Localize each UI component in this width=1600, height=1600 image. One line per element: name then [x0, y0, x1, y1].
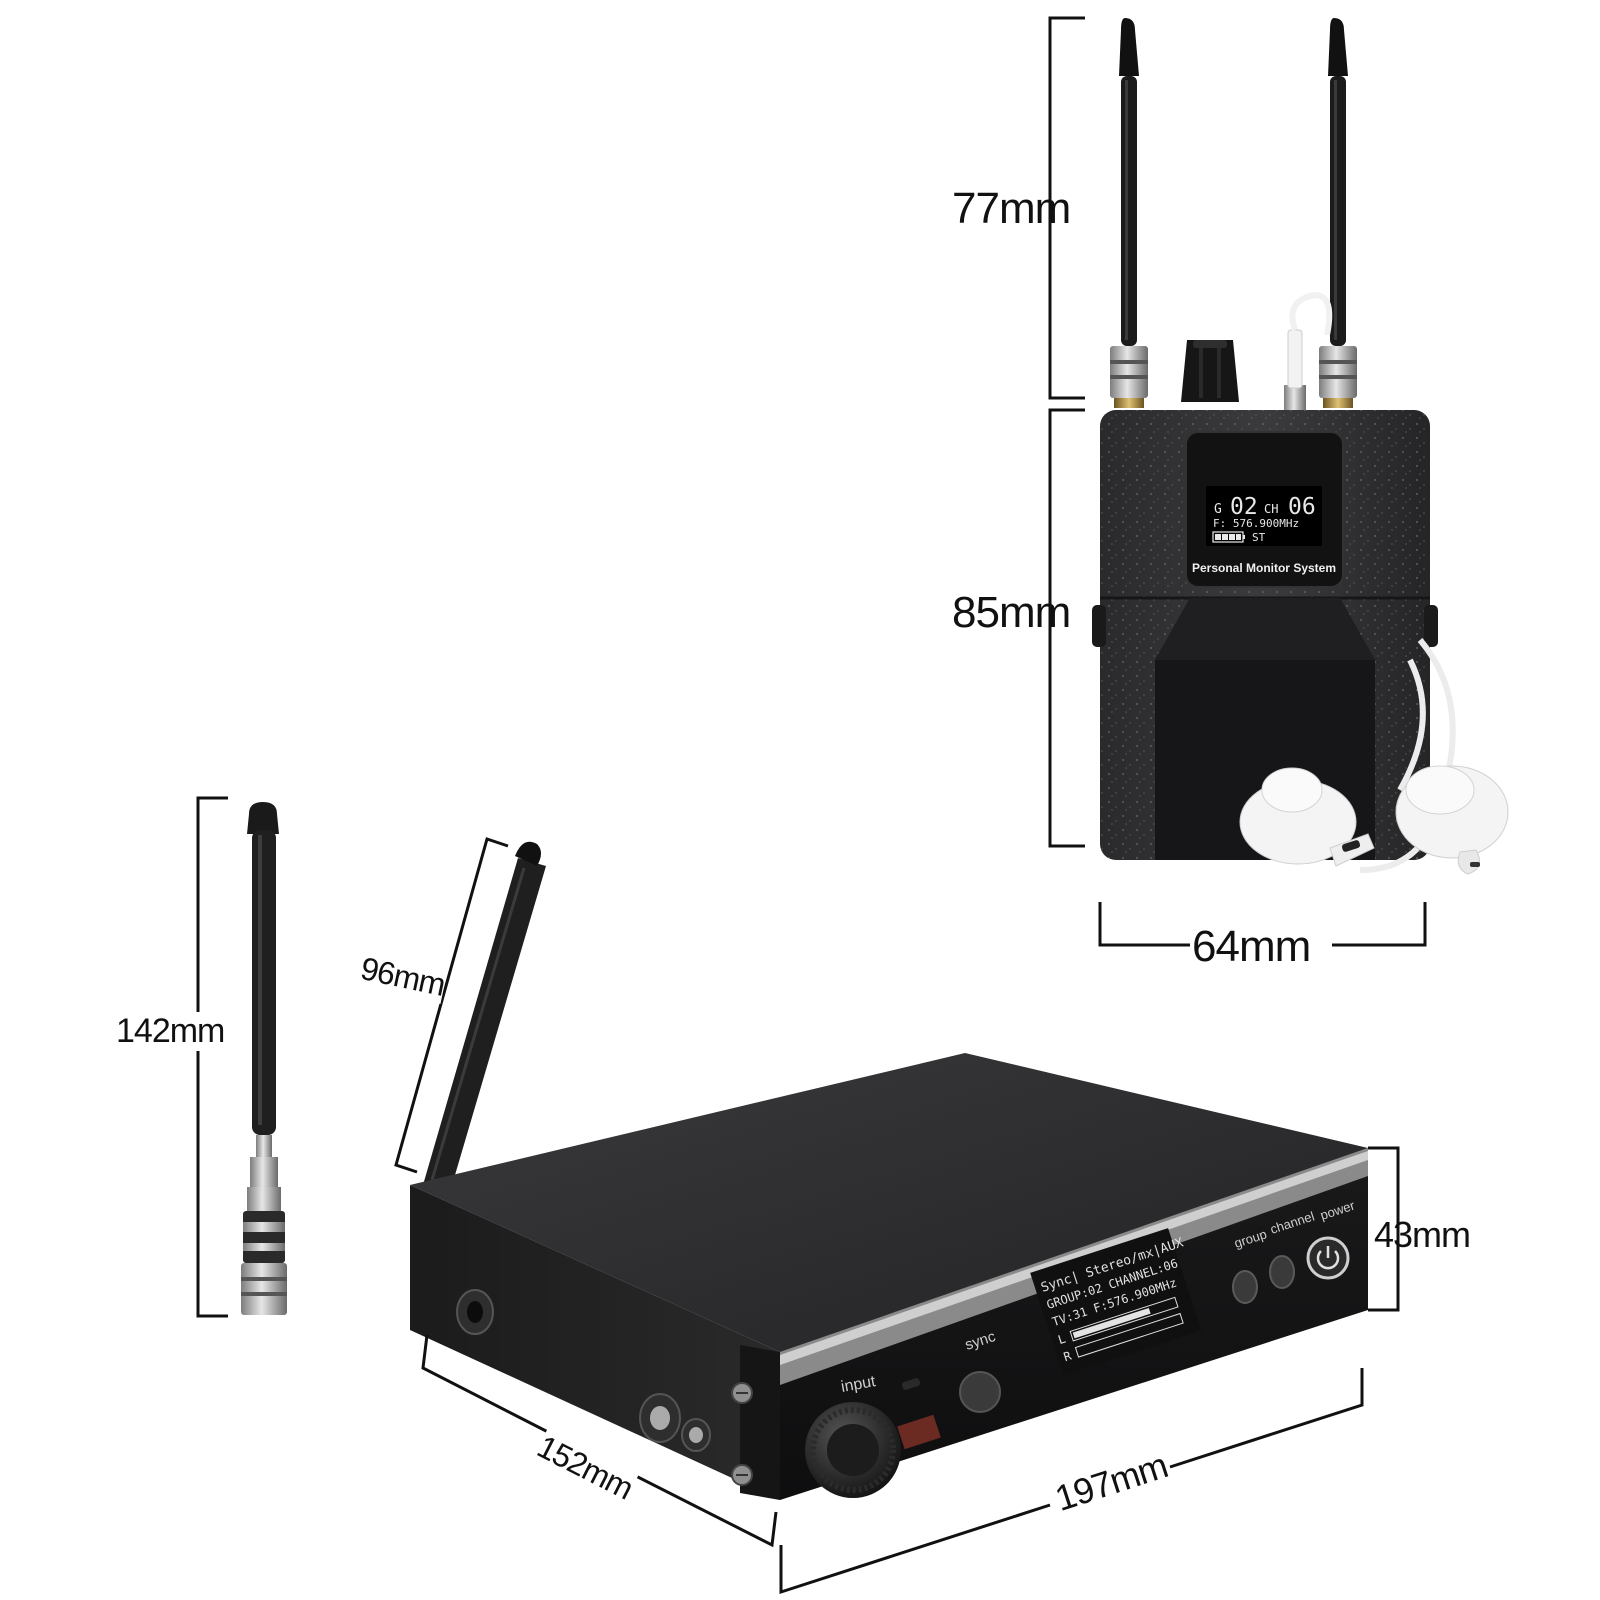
receiver-width-label: 64mm	[1192, 922, 1311, 971]
receiver-group-prefix: G	[1214, 502, 1222, 517]
receiver-width-dimension-bracket	[1098, 902, 1427, 947]
transmitter-antenna-dimension-bracket	[394, 837, 509, 1174]
receiver-channel-value: 06	[1288, 494, 1316, 520]
transmitter-height-label: 43mm	[1374, 1214, 1471, 1255]
receiver-group-value: 02	[1230, 494, 1258, 520]
side-screw-lower	[731, 1464, 753, 1486]
receiver-body-dimension-bracket	[1048, 408, 1085, 848]
group-button[interactable]	[1232, 1270, 1258, 1304]
receiver-body-height-label: 85mm	[952, 588, 1071, 637]
transmitter-antenna	[423, 841, 546, 1192]
receiver-right-antenna	[1319, 18, 1357, 408]
input-label: input	[840, 1373, 878, 1396]
power-icon	[1316, 1246, 1340, 1270]
power-button[interactable]	[1306, 1236, 1350, 1280]
receiver-antenna-height-label: 77mm	[952, 184, 1071, 233]
earphone-jack	[1284, 291, 1333, 413]
channel-button[interactable]	[1269, 1255, 1295, 1289]
loose-antenna	[241, 802, 287, 1315]
side-xlr-jack	[456, 1289, 494, 1335]
loose-antenna-length-label: 142mm	[116, 1012, 225, 1051]
transmitter-depth-dimension-bracket	[421, 1334, 778, 1548]
product-label: Personal Monitor System	[1192, 561, 1336, 575]
transmitter-display: Sync| Stereo/mx|AUX GROUP:02 CHANNEL:06 …	[1030, 1228, 1202, 1376]
transmitter: input sync Sync| Stereo/mx|AUX GROUP:02 …	[410, 841, 1368, 1500]
side-jack-right	[681, 1418, 711, 1452]
receiver-antenna-dimension-bracket	[1048, 16, 1085, 400]
receiver-frequency: F: 576.900MHz	[1213, 517, 1299, 530]
level-meter-left-label: L	[1056, 1332, 1067, 1348]
input-level-indicator	[897, 1414, 941, 1450]
input-knob[interactable]	[805, 1402, 901, 1498]
level-meter-right	[1074, 1312, 1184, 1358]
receiver: G 02 CH 06 F: 576.900MHz ST Personal Mon…	[1092, 18, 1509, 875]
transmitter-width-dimension-bracket	[779, 1368, 1364, 1595]
receiver-volume-knob[interactable]	[1181, 340, 1239, 402]
right-earbud	[1395, 765, 1509, 875]
receiver-left-antenna	[1110, 18, 1148, 408]
transmitter-height-dimension-bracket	[1368, 1146, 1400, 1312]
status-led	[901, 1378, 921, 1390]
receiver-display: G 02 CH 06 F: 576.900MHz ST Personal Mon…	[1185, 431, 1344, 588]
earphones	[1239, 638, 1509, 875]
sync-button[interactable]	[959, 1371, 1001, 1413]
left-earbud	[1239, 767, 1375, 867]
battery-icon	[1212, 531, 1245, 543]
loose-antenna-dimension-bracket	[196, 796, 228, 1318]
side-screw-upper	[731, 1382, 753, 1404]
level-meter-left-fill	[1072, 1307, 1151, 1339]
level-meter-right-label: R	[1062, 1348, 1074, 1364]
receiver-channel-prefix: CH	[1264, 502, 1278, 516]
side-jack-left	[639, 1393, 681, 1443]
level-meter-left	[1069, 1296, 1179, 1342]
receiver-mode: ST	[1252, 531, 1266, 544]
